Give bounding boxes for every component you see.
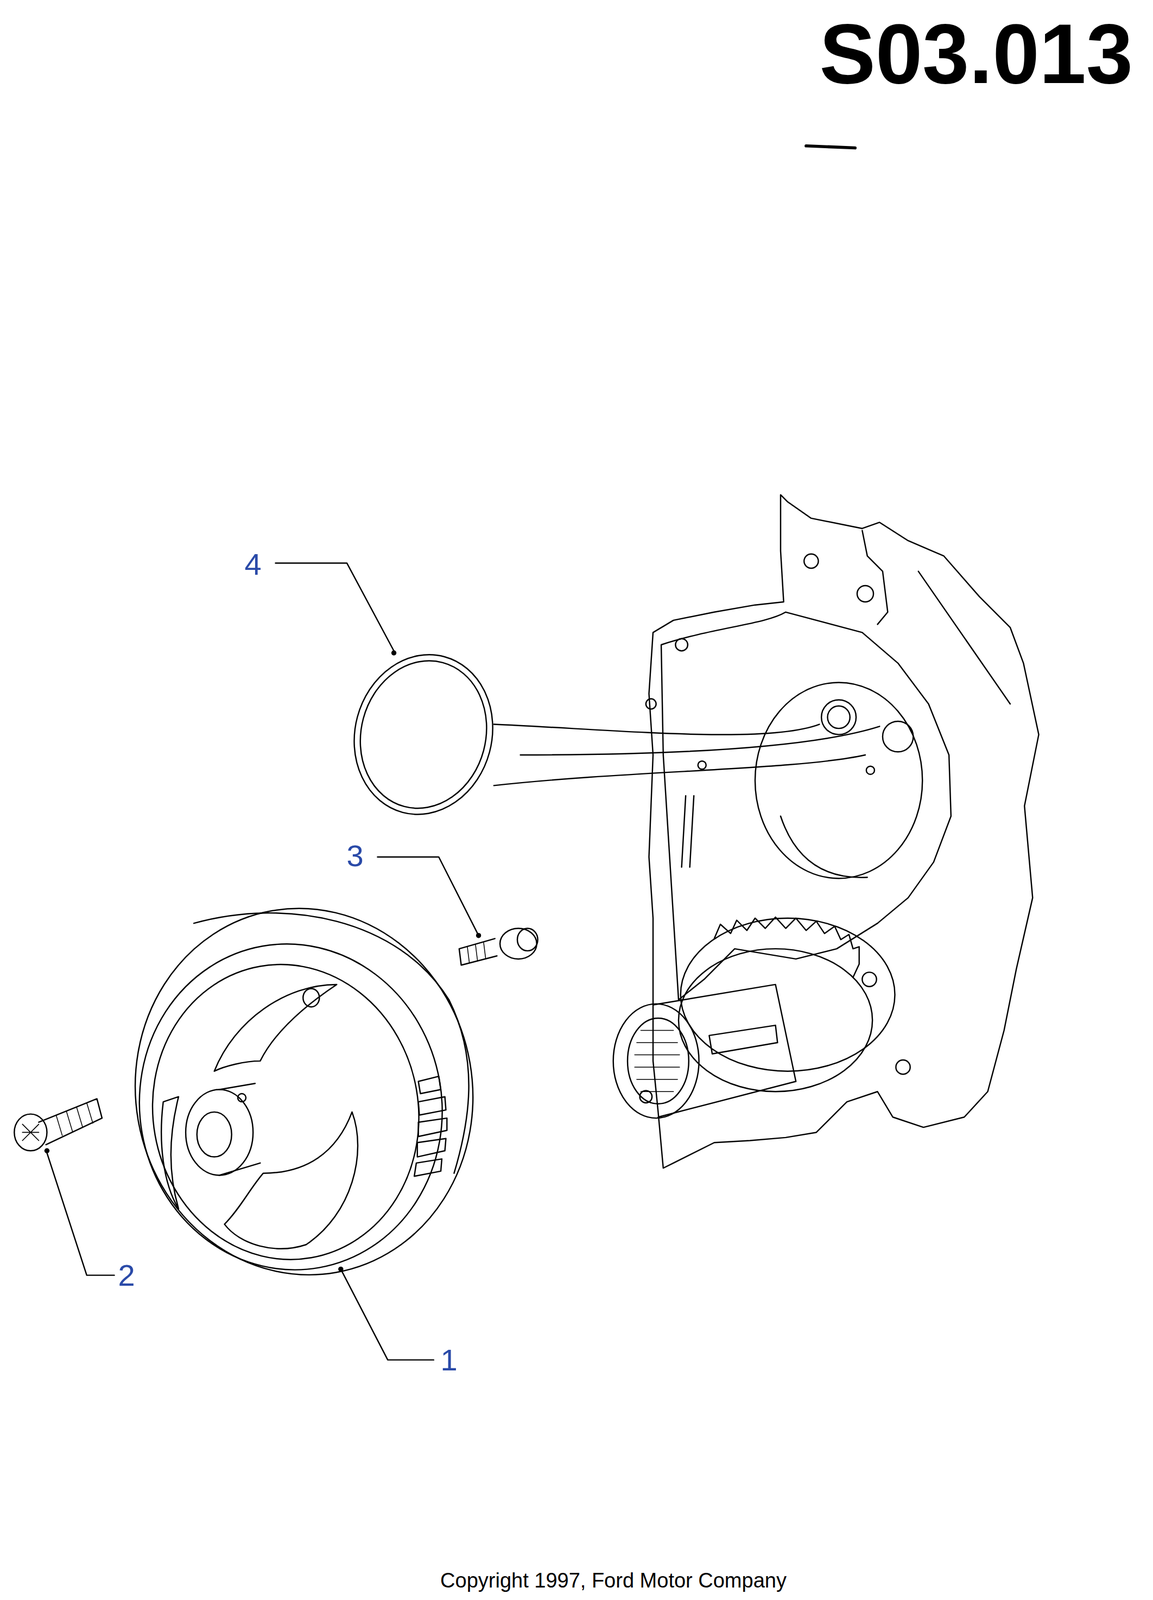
copyright-caption: Copyright 1997, Ford Motor Company <box>440 1570 787 1592</box>
leader-line <box>341 1271 434 1361</box>
guide-line <box>493 755 866 786</box>
callout-number: 3 <box>346 840 364 872</box>
leader-line <box>275 563 395 652</box>
callout-number: 2 <box>117 1260 135 1291</box>
thread <box>634 1030 680 1092</box>
hub <box>219 1083 261 1176</box>
bolt <box>38 1098 103 1145</box>
key <box>708 1025 778 1055</box>
thread <box>467 942 486 964</box>
bolt-hole <box>803 554 819 569</box>
bolt-hole <box>675 638 688 652</box>
pulley-face <box>113 920 468 1295</box>
pulley <box>106 881 502 1302</box>
leader-dot <box>338 1266 344 1272</box>
hub-bore <box>197 1112 232 1158</box>
gear-face <box>678 948 873 1092</box>
spoke-window <box>214 984 338 1072</box>
leader-dot <box>44 1148 50 1154</box>
leader-line <box>46 1153 114 1276</box>
leader-dot <box>391 650 397 656</box>
dash <box>806 146 855 149</box>
hub <box>237 1093 246 1102</box>
leader-line <box>377 857 478 934</box>
pump-recess <box>755 682 923 879</box>
o-ring <box>336 638 511 831</box>
spoke-window <box>161 1097 179 1210</box>
bolt-head <box>14 1114 47 1152</box>
thread <box>55 1103 93 1136</box>
guide-line <box>520 726 880 756</box>
port-hole <box>827 706 850 729</box>
bolt-hole <box>698 761 707 770</box>
sheet-title: S03.013 <box>819 11 1133 97</box>
callout-number: 1 <box>440 1345 458 1376</box>
bolt-head <box>517 928 538 952</box>
callout-number: 4 <box>244 549 262 580</box>
pulley-face <box>129 943 442 1282</box>
gasket-line <box>661 612 952 1000</box>
pump-recess <box>780 816 868 878</box>
pulley-teeth <box>414 1076 447 1177</box>
guide-line <box>493 724 820 736</box>
leader-dot <box>476 933 481 939</box>
port-hole <box>821 699 857 735</box>
bolt-hole <box>857 585 874 603</box>
housing-outline <box>648 495 1039 1169</box>
port-hole <box>882 721 914 752</box>
slot <box>681 795 695 868</box>
gear-teeth <box>714 917 860 978</box>
bolt-hole <box>895 1060 910 1075</box>
spoke-window <box>224 1112 359 1250</box>
hub <box>185 1090 253 1176</box>
bolt-hole <box>645 699 657 710</box>
shaft-end <box>613 1004 700 1119</box>
bolt <box>459 938 498 966</box>
dowel <box>866 766 875 775</box>
gasket-line <box>862 530 1011 705</box>
bolt-head <box>22 1124 39 1141</box>
shaft-bore <box>627 1018 689 1105</box>
pin <box>302 988 320 1007</box>
bolt-hole <box>862 972 877 987</box>
o-ring <box>344 646 504 823</box>
